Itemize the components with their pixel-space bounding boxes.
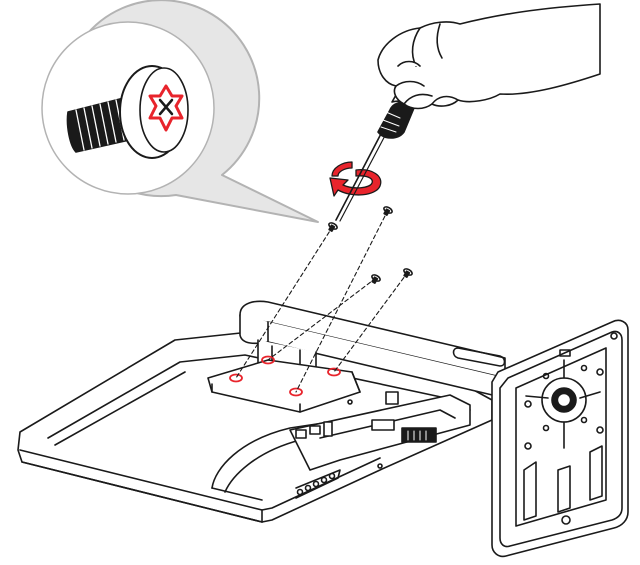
stand-arm-slot: [452, 347, 506, 367]
screw-icon: [383, 206, 393, 216]
screws: [328, 206, 413, 284]
screw-callout: [41, 0, 319, 223]
base-plate-slot: [523, 461, 537, 521]
side-buttons: [295, 469, 341, 499]
stand-arm: [207, 300, 506, 413]
screw-icon: [119, 65, 189, 159]
base-plate-face: [499, 330, 623, 548]
hand-icon: [377, 3, 601, 110]
back-screw-mark: [377, 463, 383, 469]
screw-icon: [403, 268, 413, 278]
rotation-arrow-icon: [329, 161, 382, 197]
monitor-panel: [17, 331, 493, 523]
base-plate-frame: [515, 347, 607, 527]
base-plate-holes: [524, 332, 618, 525]
screw-icon: [371, 274, 381, 284]
base-plate-slot: [557, 465, 571, 513]
base-plate-slot: [589, 445, 603, 501]
screw-icon: [328, 222, 338, 232]
base-plate-tab: [559, 349, 571, 357]
monitor-rear-hump: [211, 421, 331, 489]
screwdriver-shaft: [335, 127, 385, 221]
screw-guides: [235, 209, 409, 393]
mount-screw-holes: [229, 355, 341, 397]
back-screw-mark: [347, 399, 353, 405]
stand-base-plate: [491, 319, 629, 558]
monitor-bezel-lower: [21, 461, 263, 523]
monitor-back-shell: [17, 331, 493, 523]
io-ports: [295, 391, 437, 443]
